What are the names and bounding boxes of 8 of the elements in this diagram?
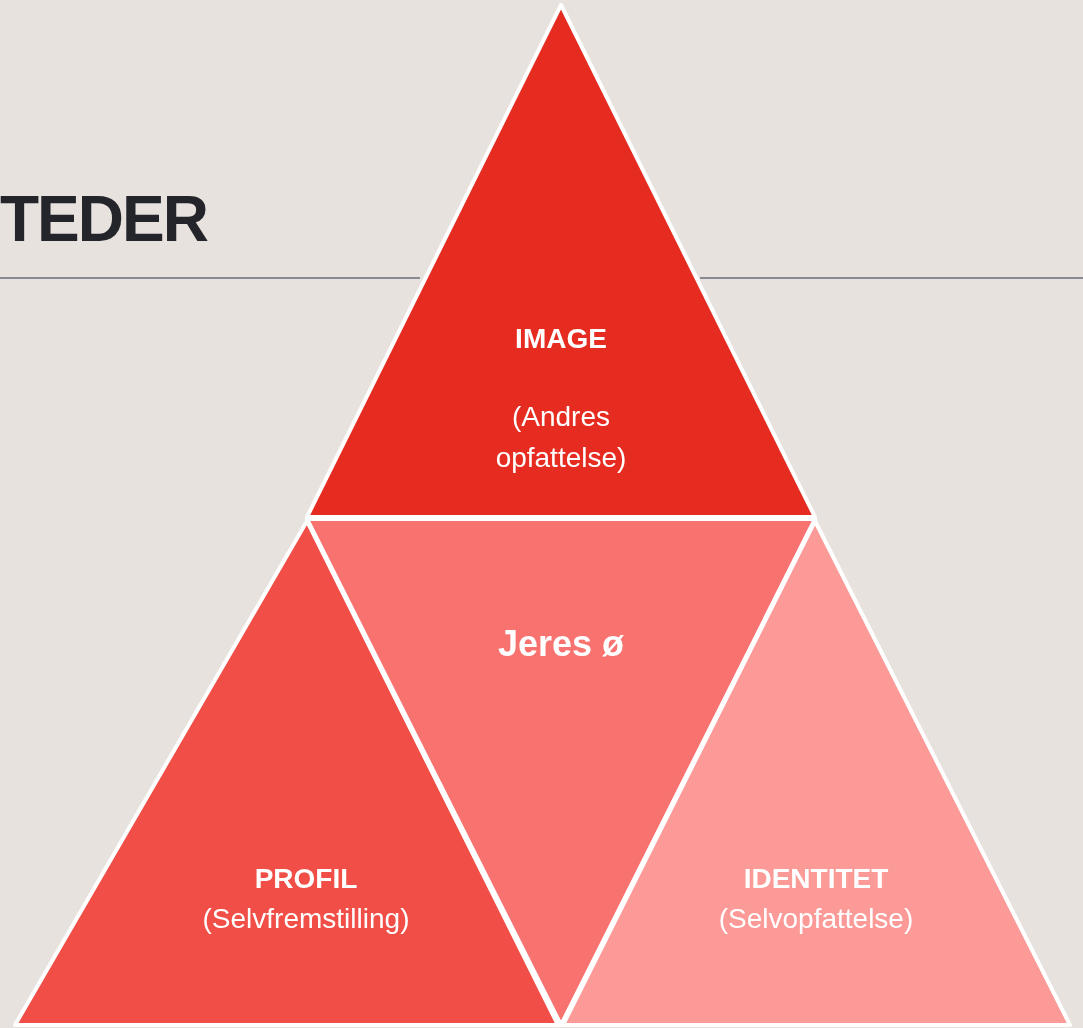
segment-heading: IDENTITET bbox=[742, 862, 890, 896]
title: TEDER bbox=[0, 182, 207, 256]
segment-heading: PROFIL bbox=[253, 862, 359, 896]
segment-heading: IMAGE bbox=[514, 322, 608, 356]
segment-subtitle: (Andres opfattelse) bbox=[494, 400, 628, 475]
segment-subtitle: (Selvopfattelse) bbox=[717, 902, 915, 936]
segment-subtitle: (Selvfremstilling) bbox=[201, 902, 411, 936]
segment-heading: Jeres ø bbox=[496, 622, 626, 666]
